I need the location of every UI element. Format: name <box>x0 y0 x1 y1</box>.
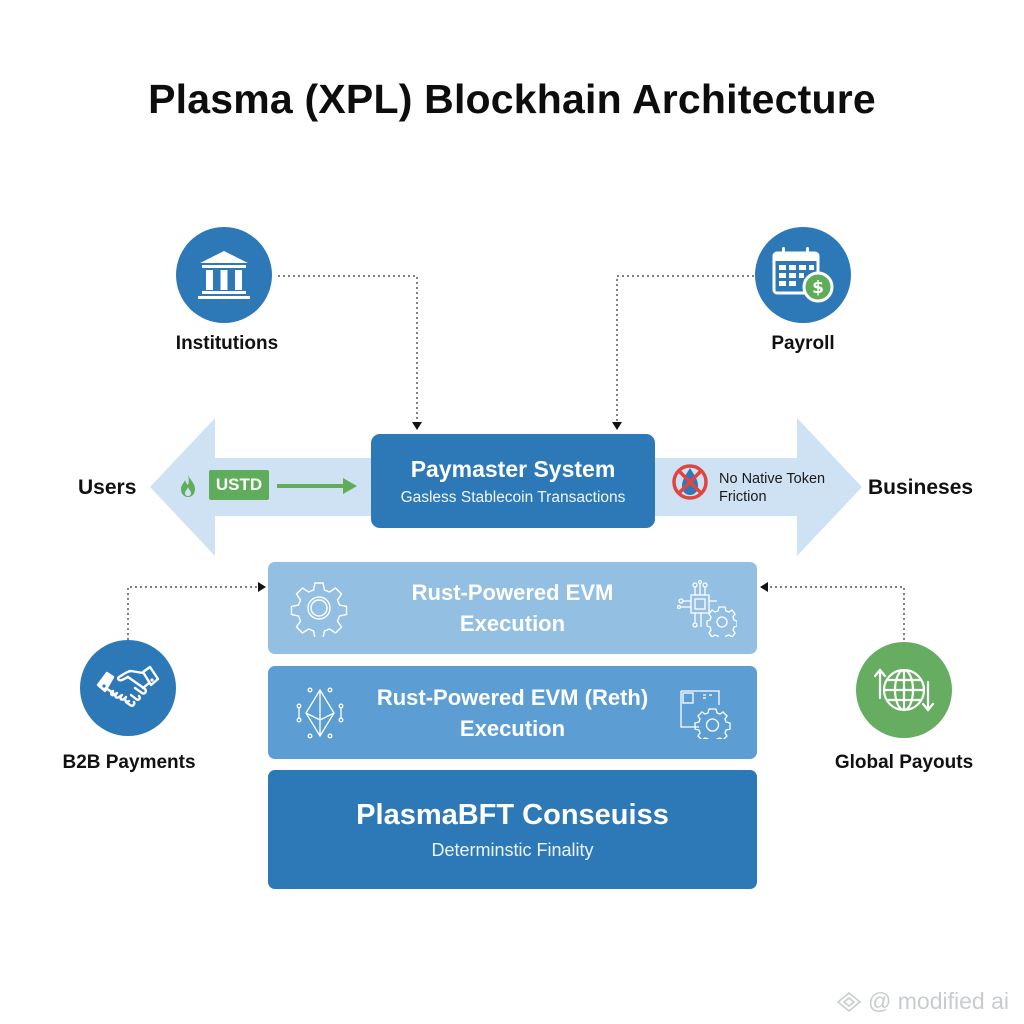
paymaster-system-box: Paymaster System Gasless Stablecoin Tran… <box>371 434 655 528</box>
layer1-line1: Rust-Powered EVM <box>411 580 614 605</box>
paymaster-title: Paymaster System <box>410 455 616 482</box>
institutions-label: Institutions <box>175 333 279 354</box>
calendar-dollar-icon: $ <box>772 247 834 303</box>
friction-line-1: No Native Token <box>719 471 826 487</box>
flame-icon <box>181 475 195 497</box>
ethereum-diamond-icon <box>296 687 344 738</box>
svg-text:$: $ <box>812 278 824 298</box>
arrowhead-institutions <box>412 422 422 430</box>
connector-payroll <box>616 275 754 424</box>
green-flow-arrow-icon <box>277 478 357 494</box>
page-title: Plasma (XPL) Blockhain Architecture <box>148 76 876 122</box>
consensus-title: PlasmaBFT Conseuiss <box>356 798 669 831</box>
ustd-token-badge: USTD <box>209 470 269 500</box>
watermark: @ modified ai <box>836 988 1009 1015</box>
global-payouts-label: Global Payouts <box>834 752 974 773</box>
arrowhead-b2b <box>258 582 266 592</box>
handshake-icon <box>96 665 160 707</box>
connector-institutions <box>278 275 418 424</box>
board-gear-icon <box>680 689 731 739</box>
connector-global <box>768 586 905 640</box>
consensus-subtitle: Determinstic Finality <box>431 839 594 860</box>
no-native-token-friction-text: No Native Token Friction <box>719 470 825 506</box>
institutions-node <box>176 227 272 323</box>
businesses-label: Busineses <box>868 476 974 499</box>
arrowhead-global <box>760 582 768 592</box>
layer2-line2: Execution <box>459 715 566 741</box>
evm-reth-execution-layer: Rust-Powered EVM (Reth) Execution <box>268 666 757 759</box>
watermark-logo-icon <box>836 991 862 1012</box>
watermark-text: @ modified ai <box>868 988 1009 1014</box>
chip-gear-icon <box>677 579 737 637</box>
friction-line-2: Friction <box>719 489 767 505</box>
global-payouts-node <box>856 642 952 738</box>
b2b-payments-node <box>80 640 176 736</box>
plasmabft-consensus-layer: PlasmaBFT Conseuiss Determinstic Finalit… <box>268 770 757 889</box>
users-label: Users <box>78 476 137 499</box>
layer2-line1: Rust-Powered EVM (Reth) <box>376 684 649 710</box>
bank-building-icon <box>198 251 250 299</box>
b2b-payments-label: B2B Payments <box>62 752 196 773</box>
layer1-line2: Execution <box>459 611 566 636</box>
globe-exchange-icon <box>873 668 935 712</box>
gear-icon <box>290 582 348 637</box>
paymaster-subtitle: Gasless Stablecoin Transactions <box>400 488 626 506</box>
payroll-label: Payroll <box>771 333 835 354</box>
arrowhead-payroll <box>612 422 622 430</box>
payroll-node: $ <box>755 227 851 323</box>
evm-execution-layer: Rust-Powered EVM Execution <box>268 562 757 654</box>
connector-b2b <box>127 586 258 640</box>
no-native-token-icon <box>672 464 708 500</box>
